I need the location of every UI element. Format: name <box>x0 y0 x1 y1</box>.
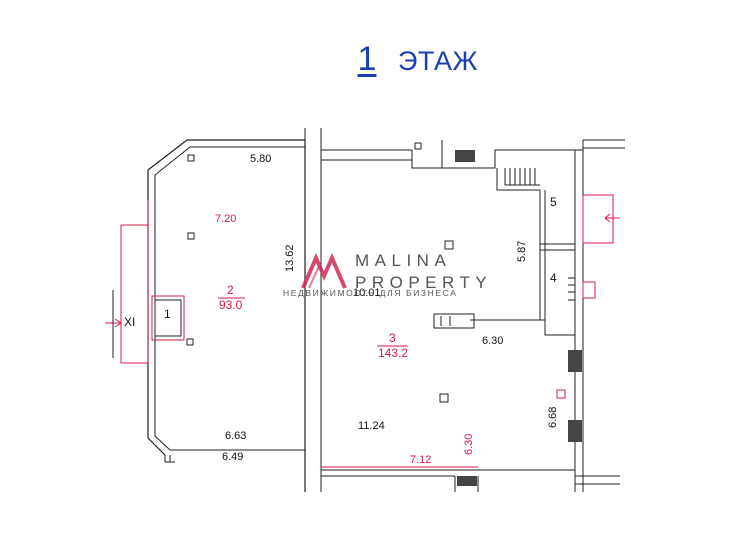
section-label: XI <box>124 315 135 329</box>
wall-left-bottom <box>164 455 175 463</box>
wall-room-3-divider <box>470 319 575 336</box>
dim-5-87: 5.87 <box>516 241 528 262</box>
dim-6-68: 6.68 <box>547 407 559 428</box>
dim-11-24: 11.24 <box>358 420 385 432</box>
room-5-label: 5 <box>550 195 557 209</box>
room-1-red <box>151 295 185 341</box>
step-block <box>433 313 475 329</box>
arrow-right-red <box>604 213 620 223</box>
room-2-id: 2 <box>227 283 234 297</box>
room-4-label: 4 <box>550 271 557 285</box>
watermark-name-line1: MALINA <box>355 251 452 270</box>
dim-6-30-b: 6.30 <box>463 434 475 455</box>
hatch-block <box>568 420 582 442</box>
room-3-area: 143.2 <box>378 346 408 360</box>
column-marker <box>187 232 195 240</box>
wall-room-4-5 <box>539 190 575 320</box>
dim-5-80: 5.80 <box>250 153 271 165</box>
floor-title: 1 ЭТАЖ <box>336 40 478 79</box>
column-marker <box>186 338 194 346</box>
wall-right-top <box>321 140 583 169</box>
door-right-red <box>582 194 614 244</box>
watermark-tagline: НЕДВИЖИМОСТЬ ДЛЯ БИЗНЕСА <box>283 288 458 298</box>
door-room4-red <box>582 281 596 299</box>
room-2-area: 93.0 <box>219 298 243 312</box>
dim-7-20: 7.20 <box>215 213 236 225</box>
wall-right-bottom <box>321 469 620 492</box>
column-marker <box>414 142 422 150</box>
room-1-box <box>154 299 182 337</box>
watermark-name-line2: PROPERTY <box>355 273 493 292</box>
marker-red <box>556 389 566 399</box>
entrance-red <box>120 224 149 364</box>
hatch-block <box>457 476 477 486</box>
column-marker <box>444 240 454 250</box>
column-marker <box>187 154 195 162</box>
wall-central-column <box>304 128 322 492</box>
dim-7-12: 7.12 <box>410 454 431 466</box>
room-3-id: 3 <box>389 331 396 345</box>
wall-right-top-ext <box>583 139 625 149</box>
dim-13-62: 13.62 <box>284 244 296 272</box>
stair <box>496 168 540 191</box>
stair-room-4 <box>568 277 576 301</box>
floor-label: ЭТАЖ <box>398 46 478 76</box>
floor-number: 1 <box>357 40 377 78</box>
column-marker <box>439 393 449 403</box>
dim-6-30-a: 6.30 <box>482 335 503 347</box>
watermark-name: MALINA PROPERTY <box>355 250 492 294</box>
dim-6-49: 6.49 <box>222 451 243 463</box>
dim-10-01: 10.01 <box>353 287 381 299</box>
room-1-label: 1 <box>164 307 171 321</box>
dim-6-63: 6.63 <box>225 430 246 442</box>
hatch-block <box>455 150 475 162</box>
hatch-block <box>568 350 582 372</box>
